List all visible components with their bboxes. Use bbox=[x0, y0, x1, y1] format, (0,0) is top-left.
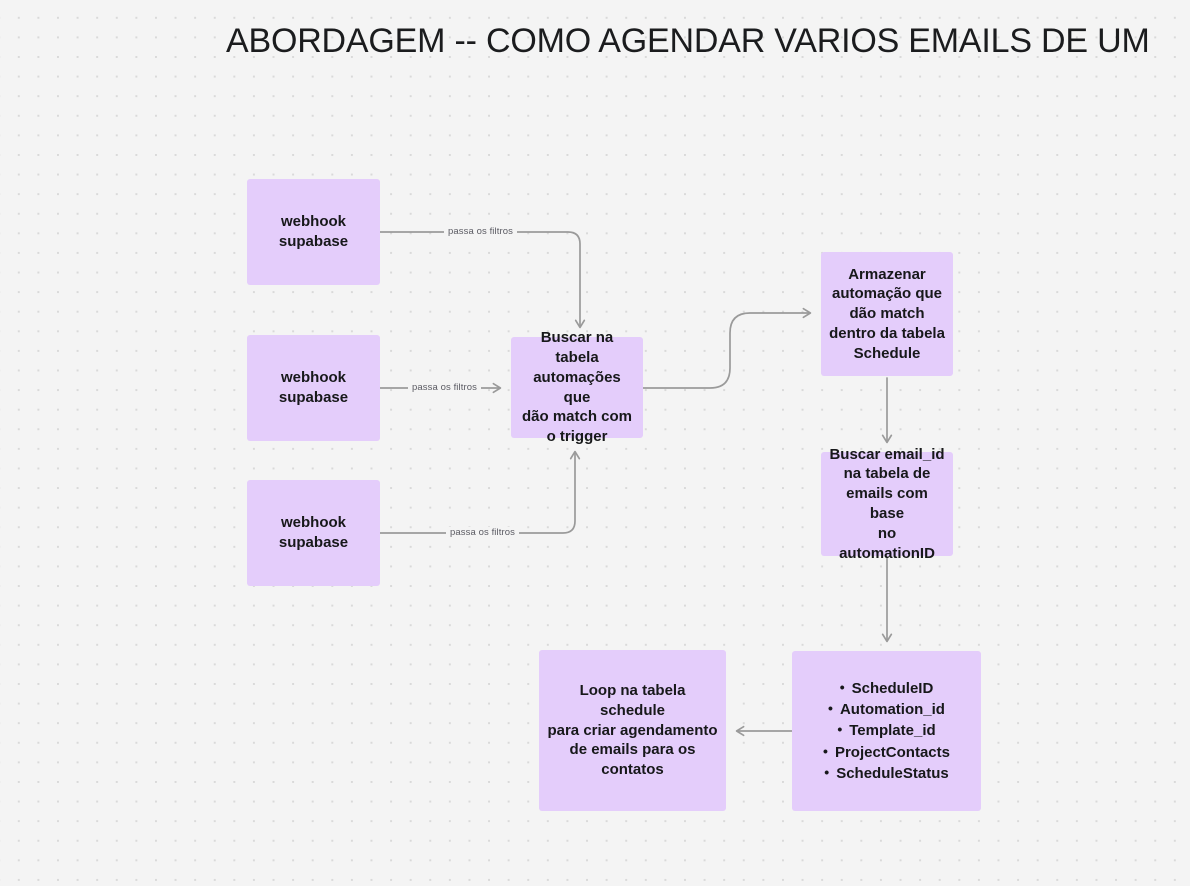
schedule-fields-list: ScheduleID Automation_id Template_id Pro… bbox=[800, 678, 973, 784]
edge-label-passa-os-filtros-2: passa os filtros bbox=[408, 382, 481, 393]
node-loop-tabela-schedule[interactable]: Loop na tabela schedule para criar agend… bbox=[539, 650, 726, 811]
edge-buscar-to-armazenar bbox=[642, 307, 812, 389]
list-item: Automation_id bbox=[800, 699, 973, 720]
node-buscar-automacoes-trigger[interactable]: Buscar na tabela automações que dão matc… bbox=[511, 329, 643, 445]
list-item: ProjectContacts bbox=[800, 742, 973, 763]
node-label: webhook supabase bbox=[278, 213, 349, 250]
list-item: ScheduleID bbox=[800, 678, 973, 699]
node-label: Loop na tabela schedule para criar agend… bbox=[547, 682, 718, 779]
node-armazenar-automacao-schedule[interactable]: Armazenar automação que dão match dentro… bbox=[821, 252, 953, 376]
board-title: ABORDAGEM -- COMO AGENDAR VARIOS EMAILS … bbox=[226, 22, 1150, 60]
node-label: Armazenar automação que dão match dentro… bbox=[829, 265, 945, 362]
edge-webhook1-to-buscar bbox=[379, 231, 586, 329]
node-label: Buscar email_id na tabela de emails com … bbox=[829, 445, 945, 562]
list-item: ScheduleStatus bbox=[800, 763, 973, 784]
edge-label-passa-os-filtros-3: passa os filtros bbox=[446, 527, 519, 538]
node-label: webhook supabase bbox=[278, 514, 349, 551]
node-webhook-supabase-2[interactable]: webhook supabase bbox=[247, 335, 380, 441]
node-buscar-email-id[interactable]: Buscar email_id na tabela de emails com … bbox=[821, 446, 953, 562]
node-schedule-fields[interactable]: ScheduleID Automation_id Template_id Pro… bbox=[792, 651, 981, 811]
node-webhook-supabase-3[interactable]: webhook supabase bbox=[247, 480, 380, 586]
edge-label-passa-os-filtros-1: passa os filtros bbox=[444, 226, 517, 237]
list-item: Template_id bbox=[800, 720, 973, 741]
node-webhook-supabase-1[interactable]: webhook supabase bbox=[247, 179, 380, 285]
edge-webhook3-to-buscar bbox=[379, 450, 581, 534]
node-label: webhook supabase bbox=[278, 369, 349, 406]
node-label: Buscar na tabela automações que dão matc… bbox=[521, 329, 633, 446]
